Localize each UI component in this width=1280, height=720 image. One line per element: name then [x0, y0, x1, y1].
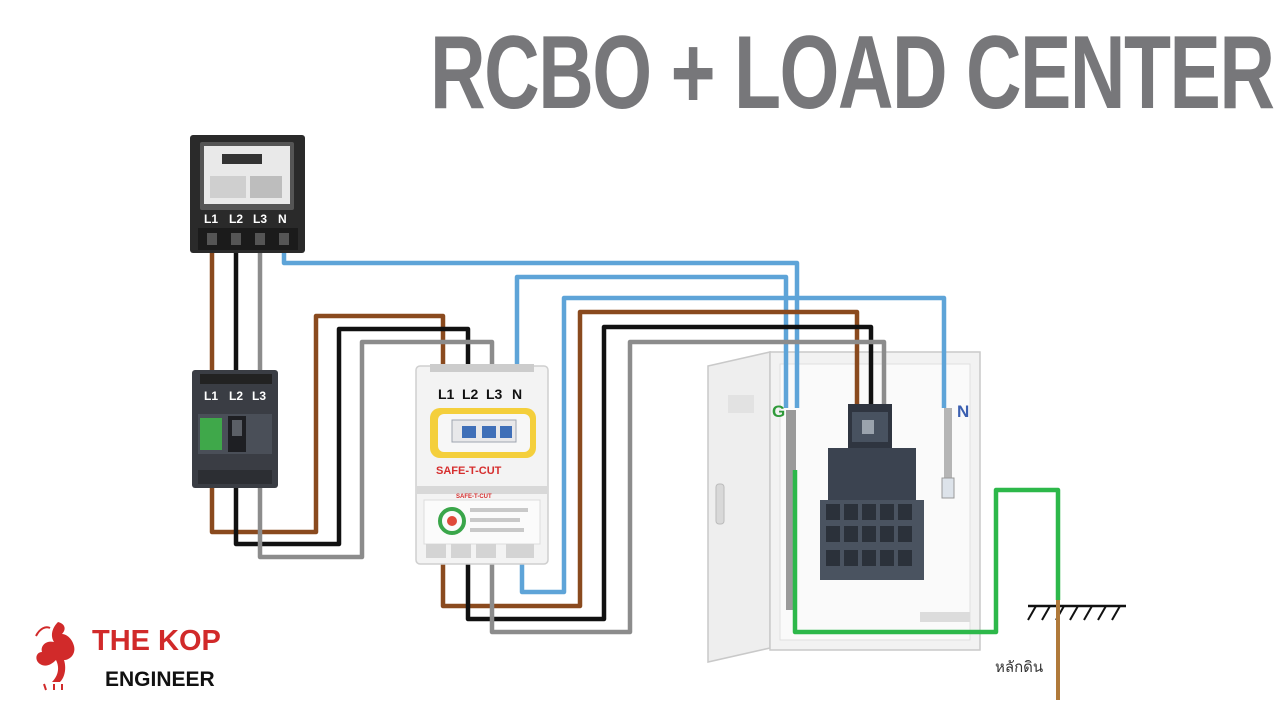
rcbo-brand-small: SAFE-T-CUT	[456, 494, 492, 500]
meter-terminal-n: N	[278, 212, 287, 226]
ground-bar	[786, 410, 796, 610]
wire-ground	[792, 470, 1061, 635]
meter-terminal-l3: L3	[253, 212, 267, 226]
neutral-terminal-label: N	[957, 402, 969, 421]
rcbo-terminal-l2: L2	[462, 386, 479, 402]
ground-rod-label: หลักดิน	[995, 658, 1044, 676]
liverbird-logo	[35, 622, 75, 691]
load-center: G N	[707, 351, 981, 663]
ground-rod	[1027, 598, 1126, 700]
wire-l1-breaker-rcbo	[209, 313, 446, 535]
energy-meter: L1 L2 L3 N	[190, 135, 305, 253]
wire-l3-rcbo-loadcenter	[489, 339, 887, 635]
rcbo-terminal-l3: L3	[486, 386, 503, 402]
breaker-terminal-l2: L2	[229, 389, 243, 403]
rcbo-brand: SAFE-T-CUT	[436, 465, 502, 477]
wire-l2-breaker-rcbo	[233, 326, 471, 547]
wire-l3-breaker-rcbo	[257, 339, 495, 560]
neutral-bar	[944, 408, 952, 488]
meter-terminal-l2: L2	[229, 212, 243, 226]
main-circuit-breaker: L1 L2 L3	[192, 370, 278, 488]
rcbo-unit: L1 L2 L3 N SAFE-T-CUT SAFE-T-CUT	[415, 364, 549, 565]
brand-name: THE KOP	[92, 625, 221, 657]
brand-subtitle: ENGINEER	[105, 668, 215, 691]
meter-terminal-l1: L1	[204, 212, 218, 226]
breaker-terminal-l3: L3	[252, 389, 266, 403]
rcbo-terminal-n: N	[512, 386, 522, 402]
breaker-terminal-l1: L1	[204, 389, 218, 403]
wire-n-rcbo-loadcenter	[519, 295, 947, 595]
rcbo-terminal-l1: L1	[438, 386, 455, 402]
ground-terminal-label: G	[772, 402, 785, 421]
branch-breakers	[820, 448, 924, 580]
